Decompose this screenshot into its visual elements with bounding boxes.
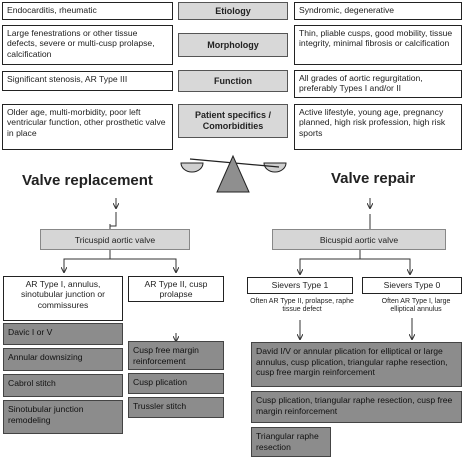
procedure-david: Davic I or V	[3, 323, 123, 345]
procedure-cusp-free-margin: Cusp free margin reinforcement	[128, 341, 224, 370]
morphology-replacement: Large fenestrations or other tissue defe…	[2, 25, 173, 65]
procedure-cusp-plication: Cusp plication	[128, 373, 224, 394]
procedure-triangular-raphe: Triangular raphe resection	[251, 427, 331, 457]
balance-scale-icon	[180, 154, 287, 193]
procedure-cabrol-stitch: Cabrol stitch	[3, 374, 123, 397]
procedure-sinotubular-remodeling: Sinotubular junction remodeling	[3, 400, 123, 434]
sievers-type-0-box: Sievers Type 0	[362, 277, 462, 294]
procedure-trussler-stitch: Trussler stitch	[128, 397, 224, 418]
sievers-type-0-note: Often AR Type I, large elliptical annulu…	[381, 298, 451, 314]
procedure-annular-downsizing: Annular downsizing	[3, 348, 123, 371]
patient-specifics-replacement: Older age, multi-morbidity, poor left ve…	[2, 104, 173, 150]
category-patient-specifics: Patient specifics / Comorbidities	[178, 104, 288, 138]
procedure-bicuspid-cusp-plication: Cusp plication, triangular raphe resecti…	[251, 391, 462, 423]
patient-specifics-repair: Active lifestyle, young age, pregnancy p…	[294, 104, 462, 150]
etiology-replacement: Endocarditis, rheumatic	[2, 2, 173, 20]
etiology-repair: Syndromic, degenerative	[294, 2, 462, 20]
category-morphology: Morphology	[178, 33, 288, 57]
ar-type-2-box: AR Type II, cusp prolapse	[128, 276, 224, 302]
valve-repair-label: Valve repair	[331, 170, 416, 187]
morphology-repair: Thin, pliable cusps, good mobility, tiss…	[294, 25, 462, 65]
tricuspid-valve-header: Tricuspid aortic valve	[40, 229, 190, 250]
category-function: Function	[178, 70, 288, 92]
procedure-bicuspid-david: David I/V or annular plication for ellip…	[251, 342, 462, 387]
ar-type-1-box: AR Type I, annulus, sinotubular junction…	[3, 276, 123, 321]
valve-replacement-label: Valve replacement	[22, 172, 153, 189]
function-repair: All grades of aortic regurgitation, pref…	[294, 70, 462, 98]
sievers-type-1-box: Sievers Type 1	[247, 277, 353, 294]
category-etiology: Etiology	[178, 2, 288, 20]
sievers-type-1-note: Often AR Type II, prolapse, raphe tissue…	[250, 298, 354, 314]
function-replacement: Significant stenosis, AR Type III	[2, 71, 173, 91]
bicuspid-valve-header: Bicuspid aortic valve	[272, 229, 446, 250]
